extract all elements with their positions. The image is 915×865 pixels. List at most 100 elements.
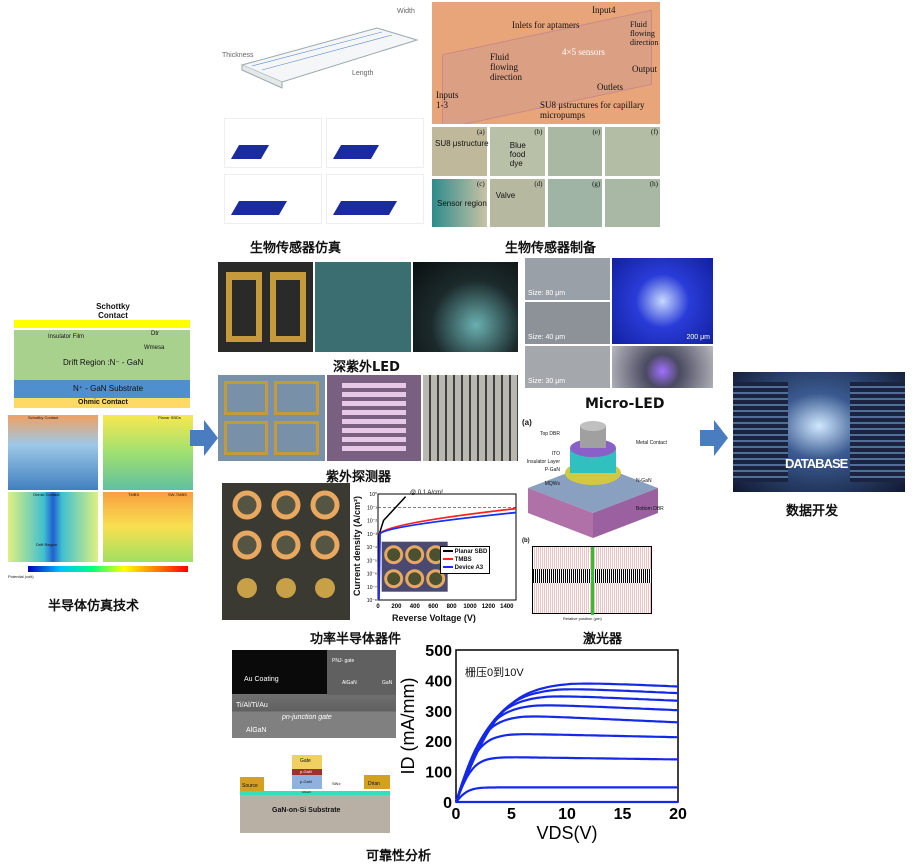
x-tick-label: 1000 bbox=[463, 604, 477, 610]
legend-tmbs: TMBS bbox=[454, 557, 472, 563]
duv-led-photos bbox=[218, 262, 518, 352]
layer-top-dbr: Top DBR bbox=[539, 431, 560, 437]
laser-xlabel: Relative position (μm) bbox=[563, 616, 602, 621]
dev-drain: Drian bbox=[368, 781, 380, 787]
thickness-label: Thickness bbox=[222, 52, 254, 59]
y-tick-label: 10⁻⁸ bbox=[367, 598, 377, 604]
y-tick-label: 400 bbox=[425, 673, 452, 690]
x-tick-label: 15 bbox=[614, 806, 632, 823]
x-tick-label: 1400 bbox=[500, 604, 514, 610]
sim-title-1: Schottky Contact bbox=[28, 415, 59, 420]
series-a3 bbox=[378, 511, 517, 601]
layer-pgan: P-GaN bbox=[544, 467, 560, 473]
x-tick-label: 600 bbox=[428, 604, 439, 610]
dev-sinx: SiNx bbox=[332, 781, 341, 786]
label-output: Output bbox=[632, 64, 658, 74]
caption-micro-led: Micro-LED bbox=[585, 396, 665, 412]
caption-power: 功率半导体器件 bbox=[310, 632, 402, 647]
uv-detector-photos bbox=[218, 375, 519, 461]
x-tick-label: 1200 bbox=[482, 604, 496, 610]
legend-planar: Planar SBD bbox=[454, 549, 488, 555]
power-device-photo bbox=[222, 483, 350, 620]
layer-mqws: MQWs bbox=[544, 481, 560, 487]
y-tick-label: 0 bbox=[443, 795, 452, 812]
ohmic-label: Ohmic Contact bbox=[78, 399, 128, 406]
substrate-label: N⁺ - GaN Substrate bbox=[73, 384, 144, 393]
x-tick-label: 20 bbox=[669, 806, 687, 823]
y-tick-label: 10⁻¹ bbox=[367, 505, 377, 511]
label-inputs: Inputs 1-3 bbox=[436, 90, 459, 110]
caption-bio-sim: 生物传感器仿真 bbox=[250, 241, 342, 256]
laser-tag-a: (a) bbox=[522, 418, 532, 427]
y-tick-label: 10⁻² bbox=[367, 519, 377, 525]
sem-gan: GaN bbox=[382, 680, 393, 686]
dtr-label: Dtr bbox=[151, 331, 159, 337]
schottky-label: Schottky Contact bbox=[96, 302, 130, 320]
length-label: Length bbox=[352, 70, 374, 77]
database-photo: DATABASE bbox=[733, 372, 905, 492]
layer-ito: ITO bbox=[551, 451, 560, 457]
label-fluid-2: Fluid flowing direction bbox=[630, 20, 659, 47]
x-tick-label: 200 bbox=[391, 604, 402, 610]
inset-pad bbox=[405, 545, 425, 565]
frame-letter-h: (h) bbox=[649, 179, 658, 188]
hemt-device-diagram: Gate p-GaN p-GaN Source Drian SiNx AlGaN… bbox=[232, 745, 398, 837]
caption-duv-led: 深紫外LED bbox=[333, 360, 400, 375]
insulator-label: Insulator Film bbox=[48, 334, 85, 340]
layer-insulator: Insulator Layer bbox=[526, 459, 560, 465]
sem-image: Au Coating Ti/Al/Ti/Au pn-junction gate … bbox=[232, 650, 396, 738]
microfluidic-frames: (a)SU8 μstructure (b)Blue food dye (e) (… bbox=[432, 127, 660, 227]
caption-reliability: 可靠性分析 bbox=[366, 849, 432, 864]
dev-algan: AlGaN bbox=[302, 790, 311, 794]
caption-semi-sim: 半导体仿真技术 bbox=[48, 599, 140, 614]
scale-bar: 200 μm bbox=[686, 334, 711, 341]
y-axis-label: ID (mA/mm) bbox=[398, 678, 418, 775]
power-annotation: @ 0.1 A/cm² bbox=[410, 490, 444, 496]
sim-title-3: Ohmic Contact bbox=[33, 492, 60, 497]
frame-letter-g: (g) bbox=[592, 179, 601, 188]
inset-pad bbox=[426, 569, 446, 589]
size-40: Size: 40 μm bbox=[528, 334, 566, 341]
micro-led-photos: Size: 80 μm 200 μm Size: 40 μm Size: 30 … bbox=[525, 258, 713, 388]
width-label: Width bbox=[397, 8, 415, 15]
sub-dye: Blue food dye bbox=[509, 141, 526, 168]
arrow-right-icon bbox=[700, 420, 728, 456]
bottom-dbr-label: Bottom DBR bbox=[636, 506, 664, 512]
semi-sim-panel: Schottky Contact Insulator Film Dtr Wmes… bbox=[8, 300, 198, 590]
caption-laser: 激光器 bbox=[583, 632, 623, 647]
iv-annotation: 栅压0到10V bbox=[465, 667, 524, 679]
dev-pgan2: p-GaN bbox=[300, 779, 312, 784]
y-tick-label: 100 bbox=[425, 765, 452, 782]
sem-au: Au Coating bbox=[244, 676, 279, 683]
laser-field-plot bbox=[532, 546, 652, 615]
iv-curve bbox=[454, 733, 678, 803]
legend-item: TMBS bbox=[443, 556, 487, 564]
wmesa-label: Wmesa bbox=[144, 345, 165, 351]
sim-title-4: TMBS bbox=[128, 492, 140, 497]
legend-item: Device A3 bbox=[443, 564, 487, 572]
x-tick-label: 0 bbox=[376, 604, 380, 610]
size-30: Size: 30 μm bbox=[528, 378, 566, 385]
y-tick-label: 10⁰ bbox=[369, 492, 377, 498]
y-tick-label: 10⁻⁶ bbox=[367, 572, 377, 578]
sub-sensor: Sensor region bbox=[437, 198, 487, 208]
bio-sim-panel: Thickness Width Length bbox=[222, 0, 427, 232]
caption-bio-fab: 生物传感器制备 bbox=[505, 241, 597, 256]
vcsel-3d-diagram bbox=[528, 421, 658, 538]
database-logo: DATABASE bbox=[785, 456, 848, 471]
power-xlabel: Reverse Voltage (V) bbox=[392, 613, 476, 623]
sem-gate: pn-junction gate bbox=[282, 714, 332, 721]
sub-valve: Valve bbox=[495, 190, 516, 200]
x-tick-label: 10 bbox=[558, 806, 576, 823]
legend-a3: Device A3 bbox=[454, 565, 484, 571]
sim-title-5: SW-TMBS bbox=[168, 492, 187, 497]
frame-letter-b: (b) bbox=[534, 128, 543, 136]
iv-curve bbox=[454, 715, 679, 803]
y-tick-label: 500 bbox=[425, 645, 452, 660]
device-array-image bbox=[232, 490, 340, 598]
microchannel-3d-diagram bbox=[240, 27, 419, 89]
frame-letter-f: (f) bbox=[651, 128, 658, 136]
inset-pad bbox=[384, 569, 404, 589]
label-sensors: 4×5 sensors bbox=[562, 47, 605, 57]
